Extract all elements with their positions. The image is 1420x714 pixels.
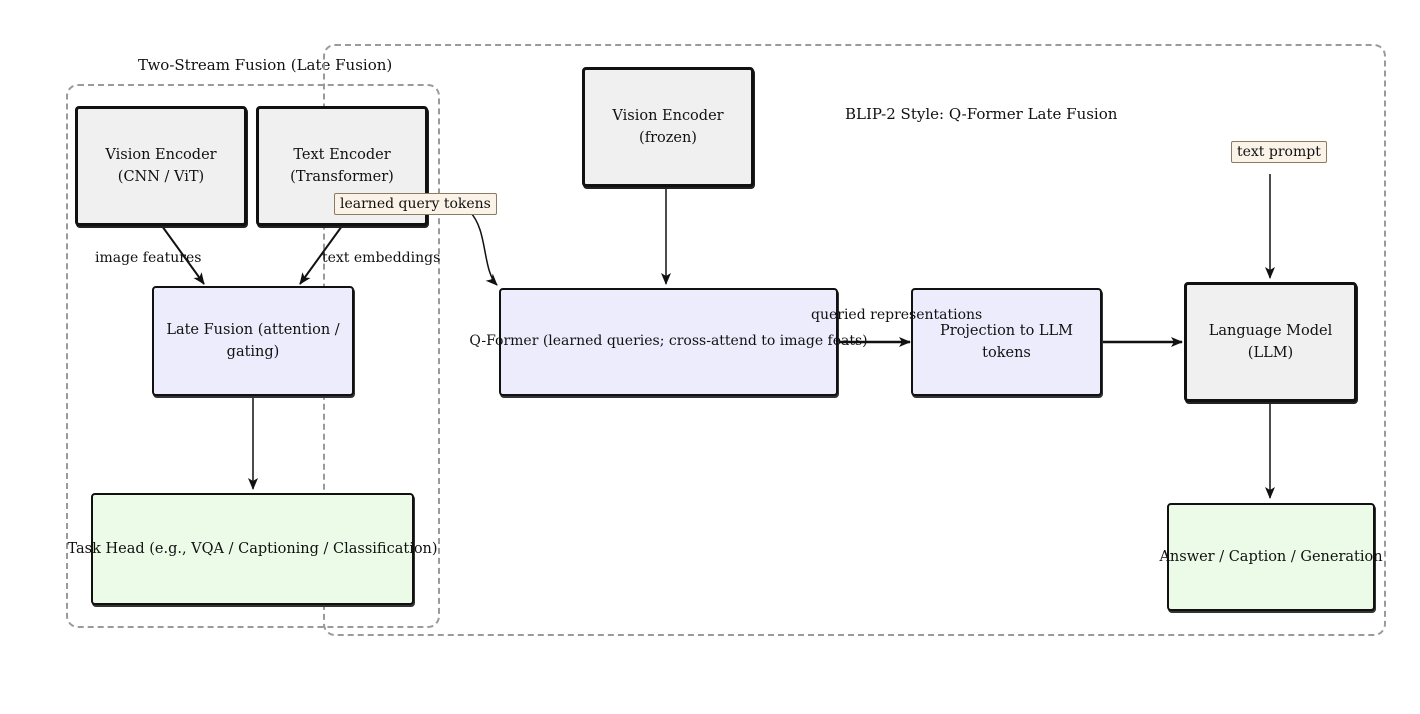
answer-node: Answer / Caption / Generation [1159, 503, 1383, 611]
text-embeddings-label: text embeddings [322, 250, 441, 266]
text-prompt-tag: text prompt [1231, 141, 1327, 163]
edge-text-embeddings [299, 225, 343, 285]
vision-encoder-node: Vision Encoder (CNN / ViT) [75, 106, 247, 226]
edge-image-features [161, 225, 205, 285]
vision-encoder-line1: Vision Encoder [105, 146, 217, 163]
learned-query-tokens-tag: learned query tokens [334, 193, 497, 215]
task-head-node: Task Head (e.g., VQA / Captioning / Clas… [67, 493, 438, 605]
blip2-title: BLIP-2 Style: Q-Former Late Fusion [845, 105, 1118, 123]
queried-representations-label: queried representations [811, 307, 983, 323]
text-encoder-line1: Text Encoder [293, 146, 391, 163]
text-encoder-line2: (Transformer) [290, 169, 394, 185]
image-features-label: image features [95, 250, 202, 266]
llm-node: Language Model (LLM) [1184, 282, 1357, 402]
projection-node: Projection to LLM tokens [911, 288, 1102, 396]
two-stream-fusion-group [66, 84, 440, 628]
vision-encoder-line2: (CNN / ViT) [117, 169, 205, 185]
edge-query-tokens-to-qformer [469, 211, 498, 286]
qformer-node: Q-Former (learned queries; cross-attend … [469, 288, 868, 396]
late-fusion-node: Late Fusion (attention / gating) [152, 286, 354, 396]
two-stream-fusion-title: Two-Stream Fusion (Late Fusion) [138, 56, 393, 74]
vision-encoder-frozen-node: Vision Encoder (frozen) [582, 67, 754, 187]
